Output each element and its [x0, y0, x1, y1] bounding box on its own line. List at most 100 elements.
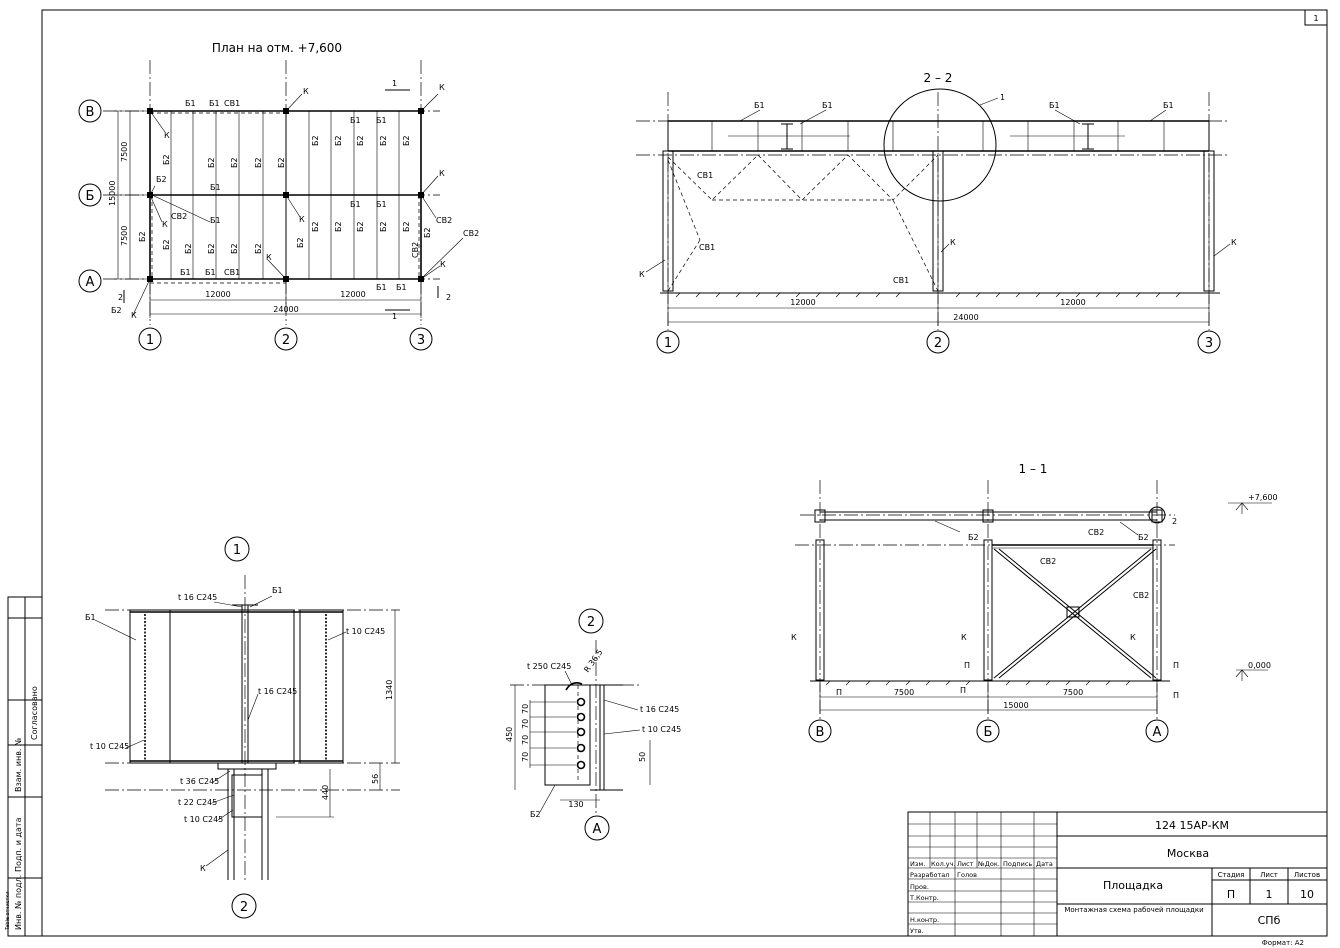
section11-axis: Б — [984, 725, 993, 740]
plan-mark-k: К — [439, 83, 445, 92]
section11-mark-sv2: СВ2 — [1040, 557, 1056, 566]
section22-mark-sv1: СВ1 — [697, 171, 713, 180]
node-2-detail: 2 t 250 C245 R 36,5 t 16 C245 t 10 C245 … — [505, 608, 681, 841]
tb-row-tcontrol: Т.Контр. — [909, 894, 939, 902]
plan-mark-b2: Б2 — [356, 135, 365, 146]
node2-dim-70: 70 — [521, 719, 530, 729]
section22-axis: 1 — [664, 336, 672, 351]
node1-title: 1 — [233, 543, 241, 558]
node1-label-t16-top: t 16 C245 — [178, 593, 217, 602]
node1-label-t10-bottom: t 10 C245 — [184, 815, 223, 824]
plan-mark-b2: Б2 — [230, 243, 239, 254]
plan-axis-row: Б — [86, 189, 95, 204]
section11-mark-p: П — [1173, 691, 1179, 700]
plan-mark-sv1: СВ1 — [224, 99, 240, 108]
node2-label-r: R 36,5 — [582, 648, 604, 674]
section22-dim-24000: 24000 — [953, 313, 978, 322]
plan-mark-b1: Б1 — [376, 116, 387, 125]
tb-sheet: 1 — [1266, 888, 1273, 901]
section11-dim-7500: 7500 — [894, 688, 914, 697]
plan-mark-sv1: СВ1 — [224, 268, 240, 277]
section11-mark-b2: Б2 — [1138, 533, 1149, 542]
node1-label-b1-left: Б1 — [85, 613, 96, 622]
section22-mark-b1: Б1 — [1049, 101, 1060, 110]
tb-col-date: Дата — [1036, 860, 1053, 868]
plan-mark-sv2: СВ2 — [463, 229, 479, 238]
plan-mark-k: К — [266, 253, 272, 262]
section11-dim-7500: 7500 — [1063, 688, 1083, 697]
plan-mark-b2: Б2 — [402, 135, 411, 146]
side-stamp: Согласовано Взам. инв. № Подп. и дата Ин… — [5, 596, 43, 937]
section11-mark-b2: Б2 — [968, 533, 979, 542]
plan-mark-b2: Б2 — [254, 157, 263, 168]
tb-col-list: Лист — [957, 860, 974, 868]
tb-stage: П — [1227, 888, 1235, 901]
section11-mark-sv2: СВ2 — [1088, 528, 1104, 537]
section11-mark-sv2: СВ2 — [1133, 591, 1149, 600]
section22-mark-sv1: СВ1 — [699, 243, 715, 252]
stamp-sign-date: Подп. и дата — [14, 817, 23, 872]
section22-title: 2 – 2 — [924, 71, 953, 85]
plan-mark-b1: Б1 — [180, 268, 191, 277]
section11-mark-p: П — [1173, 661, 1179, 670]
tb-row-developed: Разработал — [910, 871, 949, 879]
tb-developer-name: Голов — [957, 871, 977, 879]
plan-dim-12000: 12000 — [340, 290, 365, 299]
tb-org: СПб — [1258, 914, 1281, 927]
tb-row-approved: Утв. — [910, 927, 924, 935]
node1-dim-1340: 1340 — [385, 680, 394, 700]
plan-mark-b2: Б2 — [296, 237, 305, 248]
node1-label-t16-mid: t 16 C245 — [258, 687, 297, 696]
section22-callout: 1 — [1000, 93, 1005, 102]
plan-mark-sv2: СВ2 — [171, 212, 187, 221]
plan-cut-2: 2 — [118, 293, 123, 302]
plan-mark-k: К — [299, 215, 305, 224]
section22-mark-b1: Б1 — [822, 101, 833, 110]
section-2-2: 2 – 2 — [636, 71, 1237, 354]
plan-mark-b2: Б2 — [311, 135, 320, 146]
tb-object: Площадка — [1103, 879, 1163, 892]
node1-axis-bottom: 2 — [240, 900, 248, 915]
tb-stage-header: Стадия — [1218, 871, 1245, 879]
plan-axis-row: А — [86, 275, 95, 290]
section22-mark-b1: Б1 — [1163, 101, 1174, 110]
section11-elev-bottom: 0,000 — [1248, 661, 1271, 670]
plan-axis-col: 2 — [282, 333, 290, 348]
plan-dim-15000: 15000 — [108, 181, 117, 206]
plan-mark-b2: Б2 — [311, 221, 320, 232]
plan-mark-b2: Б2 — [162, 239, 171, 250]
node2-label-t10: t 10 C245 — [642, 725, 681, 734]
plan-mark-b1: Б1 — [210, 216, 221, 225]
node2-dim-70: 70 — [521, 735, 530, 745]
node2-label-t250: t 250 C245 — [527, 662, 571, 671]
node1-label-t36: t 36 C245 — [180, 777, 219, 786]
plan-mark-k: К — [164, 131, 170, 140]
title-block: Изм. Кол.уч. Лист №Док. Подпись Дата Раз… — [907, 811, 1328, 947]
plan-dim-7500: 7500 — [120, 142, 129, 162]
section11-callout: 2 — [1172, 517, 1177, 526]
section22-mark-b1: Б1 — [754, 101, 765, 110]
tb-col-ndoc: №Док. — [977, 860, 1000, 868]
plan-dim-7500: 7500 — [120, 226, 129, 246]
section11-mark-k: К — [791, 633, 797, 642]
section22-mark-k: К — [950, 238, 956, 247]
node2-dim-70: 70 — [521, 752, 530, 762]
plan-mark-b2: Б2 — [356, 221, 365, 232]
plan-cut-1: 1 — [392, 312, 397, 321]
plan-mark-b2: Б2 — [277, 157, 286, 168]
plan-mark-b2: Б2 — [334, 221, 343, 232]
plan-mark-b1: Б1 — [350, 116, 361, 125]
plan-view: План на отм. +7,600 — [78, 41, 479, 351]
plan-title: План на отм. +7,600 — [212, 41, 342, 55]
section22-mark-k: К — [1231, 238, 1237, 247]
node1-label-t10-left: t 10 C245 — [90, 742, 129, 751]
section11-mark-k: К — [1130, 633, 1136, 642]
section22-mark-sv1: СВ1 — [893, 276, 909, 285]
plan-mark-b2: Б2 — [111, 306, 122, 315]
sheet-frame: 1 — [41, 9, 1328, 937]
sheet-number: 1 — [1313, 14, 1318, 23]
section11-title: 1 – 1 — [1019, 462, 1048, 476]
section22-axis: 3 — [1205, 336, 1213, 351]
section22-dim-12000: 12000 — [790, 298, 815, 307]
section22-mark-k: К — [639, 270, 645, 279]
